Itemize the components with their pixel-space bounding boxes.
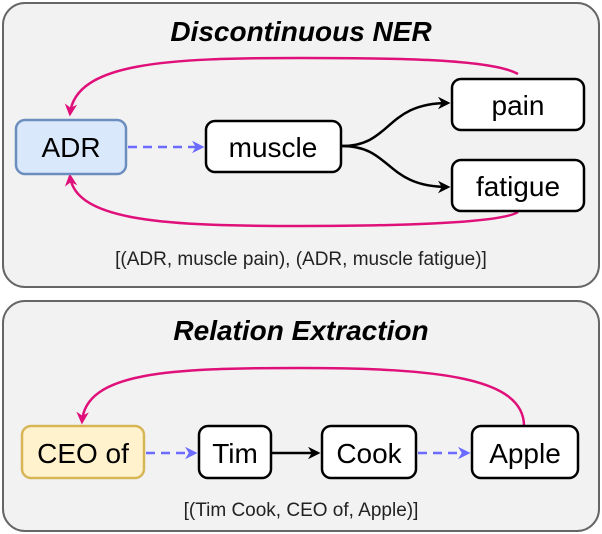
svg-text:pain: pain xyxy=(492,90,545,121)
svg-text:ADR: ADR xyxy=(41,132,100,163)
re-node-cook: Cook xyxy=(320,424,418,480)
ner-node-fatigue: fatigue xyxy=(450,158,586,213)
ner-node-adr: ADR xyxy=(14,118,128,176)
re-panel-title: Relation Extraction xyxy=(173,315,428,346)
re-panel: Relation Extraction CEO of Tim Cook Appl… xyxy=(2,300,600,532)
ner-arc-pain-to-adr xyxy=(64,56,519,117)
re-node-apple: Apple xyxy=(470,424,580,480)
re-panel-background xyxy=(2,300,600,532)
ner-panel-title: Discontinuous NER xyxy=(170,16,432,47)
re-node-ceo-of: CEO of xyxy=(20,424,146,480)
svg-text:CEO of: CEO of xyxy=(37,438,129,469)
svg-text:Tim: Tim xyxy=(212,438,258,469)
ner-branch-muscle-pain xyxy=(341,96,451,148)
ner-branch-muscle-fatigue xyxy=(341,144,451,194)
re-node-tim: Tim xyxy=(197,424,273,480)
ner-caption: [(ADR, muscle pain), (ADR, muscle fatigu… xyxy=(115,249,487,270)
ner-node-pain: pain xyxy=(450,77,586,132)
svg-text:fatigue: fatigue xyxy=(476,171,560,202)
re-arc-apple-to-ceo xyxy=(76,366,526,427)
ner-arc-fatigue-to-adr xyxy=(64,173,519,228)
svg-text:Apple: Apple xyxy=(489,438,561,469)
svg-text:muscle: muscle xyxy=(229,132,318,163)
ner-node-muscle: muscle xyxy=(204,119,343,174)
re-caption: [(Tim Cook, CEO of, Apple)] xyxy=(184,500,419,521)
ner-panel: Discontinuous NER ADR muscle pain fatigu… xyxy=(2,2,600,288)
svg-text:Cook: Cook xyxy=(336,438,402,469)
